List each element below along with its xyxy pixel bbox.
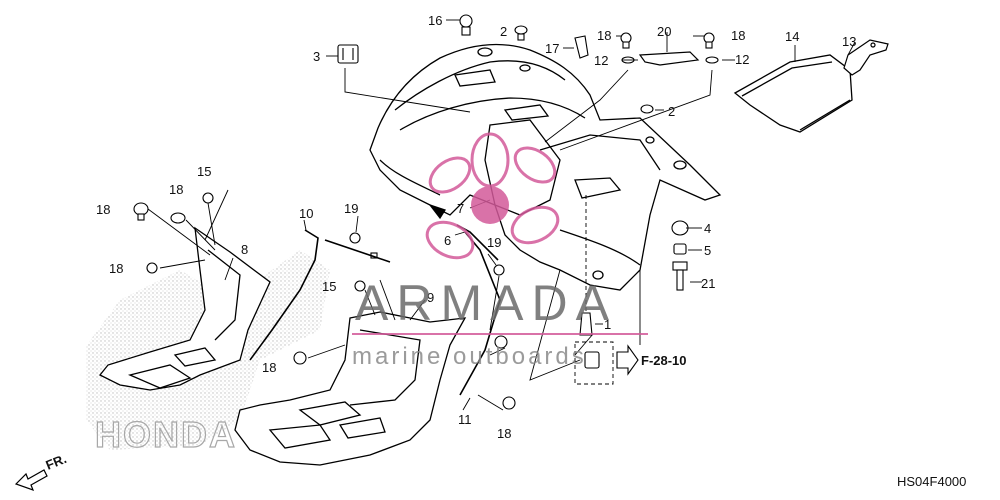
- cover-panel: [733, 54, 853, 133]
- callout-16: 16: [428, 13, 442, 28]
- callout-18-left-b: 18: [96, 202, 110, 217]
- left-mudguard: [98, 226, 271, 391]
- callout-2-right: 2: [668, 104, 675, 119]
- fasteners: [133, 14, 719, 410]
- callout-19-left: 19: [344, 201, 358, 216]
- faded-honda-logo: HONDA: [95, 414, 237, 455]
- watermark-brand: ARMADA: [355, 275, 617, 331]
- callout-10: 10: [299, 206, 313, 221]
- callout-2-top: 2: [500, 24, 507, 39]
- callout-15-left: 15: [197, 164, 211, 179]
- arrow-right-icon: [616, 344, 639, 376]
- rear-fender: [369, 43, 722, 291]
- leader-lines: [147, 19, 856, 411]
- callout-18-left-a: 18: [169, 182, 183, 197]
- drawing-code: HS04F4000: [897, 474, 966, 489]
- reference-arrow: F-28-10: [616, 344, 687, 376]
- callout-21: 21: [701, 276, 715, 291]
- clip-3: [337, 44, 359, 64]
- callout-15-mid: 15: [322, 279, 336, 294]
- callout-11: 11: [458, 412, 472, 427]
- callout-18-left-c: 18: [109, 261, 123, 276]
- callouts: 16 2 3 17 18 12 20 18 12 14 13 2 7 6 4 5…: [96, 13, 856, 441]
- callout-18-top-right: 18: [731, 28, 745, 43]
- front-arrow-icon: [14, 469, 48, 492]
- callout-7: 7: [457, 201, 464, 216]
- reference-label: F-28-10: [641, 353, 687, 368]
- callout-3: 3: [313, 49, 320, 64]
- callout-9: 9: [427, 290, 434, 305]
- callout-17: 17: [545, 41, 559, 56]
- callout-12-right: 12: [735, 52, 749, 67]
- armada-watermark: ARMADA marine outboards: [352, 132, 648, 370]
- callout-5: 5: [704, 243, 711, 258]
- callout-8: 8: [241, 242, 248, 257]
- dashed-leaders: [574, 195, 614, 385]
- callout-4: 4: [704, 221, 711, 236]
- callout-18-bottom: 18: [497, 426, 511, 441]
- front-label: FR.: [44, 451, 69, 473]
- stay-rods: [249, 224, 501, 396]
- bracket: [843, 39, 889, 76]
- callout-14: 14: [785, 29, 799, 44]
- watermark-emblem-icon: [425, 132, 560, 260]
- callout-1: 1: [604, 317, 611, 332]
- callout-6: 6: [444, 233, 451, 248]
- front-direction-indicator: FR.: [14, 451, 69, 492]
- callout-18-mid: 18: [262, 360, 276, 375]
- callout-13: 13: [842, 34, 856, 49]
- watermark-tagline: marine outboards: [352, 343, 587, 370]
- callout-18-top-left: 18: [597, 28, 611, 43]
- callout-12-left: 12: [594, 53, 608, 68]
- callout-20: 20: [657, 24, 671, 39]
- plate: [638, 51, 700, 66]
- callout-19-right: 19: [487, 235, 501, 250]
- right-mudguard: [234, 311, 467, 466]
